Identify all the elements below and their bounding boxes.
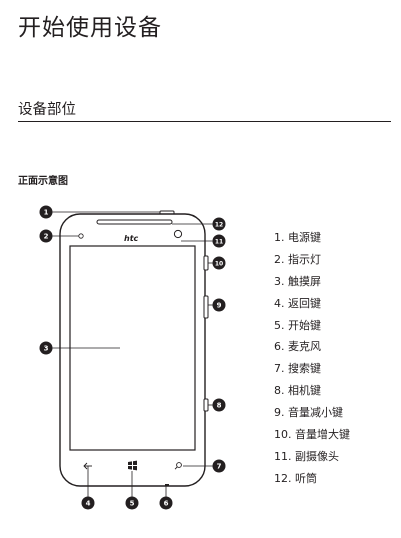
list-item: 4. 返回键 <box>274 293 350 315</box>
list-item-label: 副摄像头 <box>295 449 339 463</box>
list-item-number: 12. <box>274 471 292 485</box>
list-item-number: 1. <box>274 231 285 244</box>
list-item-number: 3. <box>274 274 285 288</box>
callout-8: 8 <box>212 398 226 412</box>
list-item: 1. 电源键 <box>274 227 350 249</box>
list-item-label: 指示灯 <box>288 252 321 266</box>
svg-text:3: 3 <box>44 345 49 353</box>
callout-1: 1 <box>39 205 53 219</box>
list-item-number: 10. <box>274 428 292 442</box>
list-item-number: 6. <box>274 340 285 354</box>
section-title: 设备部位 <box>18 102 76 118</box>
microphone-shape <box>165 484 169 486</box>
svg-text:1: 1 <box>44 209 49 217</box>
svg-text:8: 8 <box>217 402 222 410</box>
list-item: 11. 副摄像头 <box>274 446 350 468</box>
callout-2: 2 <box>39 229 53 243</box>
section-divider <box>18 121 391 122</box>
brand-logo: htc <box>124 234 139 243</box>
callout-12: 12 <box>212 217 226 231</box>
list-item: 9. 音量减小键 <box>274 402 350 424</box>
list-item: 10. 音量增大键 <box>274 424 350 446</box>
svg-text:10: 10 <box>215 260 223 267</box>
callout-10: 10 <box>212 256 226 270</box>
svg-text:5: 5 <box>130 500 135 508</box>
volume-down-button-shape <box>203 295 209 319</box>
volume-up-button-shape <box>203 255 209 271</box>
callout-6: 6 <box>159 496 173 510</box>
list-item: 6. 麦克风 <box>274 336 350 358</box>
list-item: 12. 听筒 <box>274 468 350 490</box>
svg-text:11: 11 <box>215 238 223 245</box>
callout-11: 11 <box>212 234 226 248</box>
svg-text:9: 9 <box>217 302 222 310</box>
earpiece-shape <box>96 219 173 225</box>
parts-list: 1. 电源键 2. 指示灯 3. 触摸屏 4. 返回键 5. 开始键 6. 麦克… <box>274 227 350 490</box>
list-item: 2. 指示灯 <box>274 249 350 271</box>
magnifier-icon <box>174 462 182 470</box>
diagram-caption: 正面示意图 <box>18 176 68 187</box>
list-item-number: 8. <box>274 384 285 398</box>
callout-9: 9 <box>212 298 226 312</box>
list-item-label: 开始键 <box>288 318 321 332</box>
page-title: 开始使用设备 <box>18 15 162 41</box>
svg-text:2: 2 <box>44 233 49 241</box>
callout-leaders <box>52 211 213 498</box>
list-item-label: 音量增大键 <box>295 428 350 442</box>
callout-7: 7 <box>212 459 226 473</box>
list-item-label: 电源键 <box>288 231 321 244</box>
list-item-label: 音量减小键 <box>288 406 343 420</box>
svg-text:6: 6 <box>164 500 169 508</box>
list-item-number: 7. <box>274 362 285 376</box>
callout-4: 4 <box>81 496 95 510</box>
list-item-number: 2. <box>274 252 285 266</box>
callout-3: 3 <box>39 341 53 355</box>
list-item-label: 返回键 <box>288 296 321 310</box>
list-item: 8. 相机键 <box>274 380 350 402</box>
list-item: 3. 触摸屏 <box>274 271 350 293</box>
list-item-label: 麦克风 <box>288 340 321 354</box>
windows-logo-icon <box>128 460 137 471</box>
callout-5: 5 <box>125 496 139 510</box>
front-camera-shape <box>173 229 183 239</box>
svg-text:12: 12 <box>215 221 223 228</box>
svg-text:4: 4 <box>86 500 91 508</box>
camera-button-shape <box>203 398 209 412</box>
indicator-light-shape <box>78 233 84 239</box>
svg-text:7: 7 <box>217 463 222 471</box>
list-item-label: 相机键 <box>288 384 321 398</box>
list-item-number: 9. <box>274 406 285 420</box>
list-item: 7. 搜索键 <box>274 358 350 380</box>
list-item-label: 听筒 <box>295 471 317 485</box>
list-item-label: 触摸屏 <box>288 274 321 288</box>
list-item-number: 5. <box>274 318 285 332</box>
callout-badges: 1 2 3 4 5 6 7 8 9 10 11 12 <box>39 205 226 510</box>
list-item: 5. 开始键 <box>274 315 350 337</box>
list-item-number: 11. <box>274 449 292 463</box>
list-item-number: 4. <box>274 296 285 310</box>
list-item-label: 搜索键 <box>288 362 321 376</box>
